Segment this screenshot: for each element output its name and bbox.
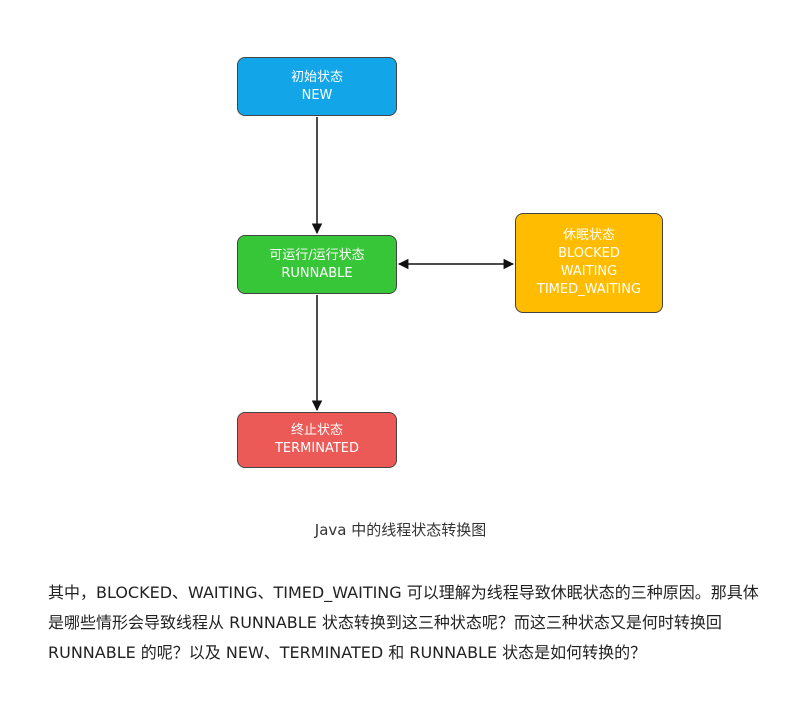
node-runnable-label-cn: 可运行/运行状态 [269,247,365,263]
node-new: 初始状态 NEW [237,57,397,116]
node-runnable: 可运行/运行状态 RUNNABLE [237,235,397,294]
node-new-label-en: NEW [301,87,333,103]
node-terminated-label-cn: 终止状态 [290,423,343,438]
node-terminated-label-en: TERMINATED [274,441,359,456]
diagram-caption: Java 中的线程状态转换图 [314,521,487,539]
node-blocked-label-cn: 休眠状态 [562,228,615,243]
diagram-edges [311,117,515,412]
node-blocked: 休眠状态 BLOCKED WAITING TIMED_WAITING [515,213,663,313]
node-runnable-label-en: RUNNABLE [281,265,353,281]
node-blocked-label-blocked: BLOCKED [558,246,620,261]
node-blocked-label-waiting: WAITING [560,264,618,279]
node-blocked-label-timed-waiting: TIMED_WAITING [536,282,642,297]
node-new-label-cn: 初始状态 [290,69,343,85]
body-paragraph: 其中，BLOCKED、WAITING、TIMED_WAITING 可以理解为线程… [48,583,759,662]
thread-state-diagram: 初始状态 NEW 可运行/运行状态 RUNNABLE 休眠状态 BLOCKED … [237,57,663,468]
node-terminated: 终止状态 TERMINATED [237,412,397,468]
